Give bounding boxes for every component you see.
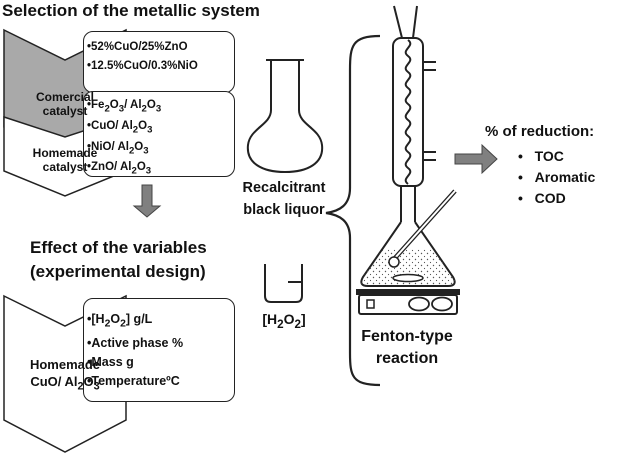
commercial-item-2: •12.5%CuO/0.3%NiO bbox=[87, 59, 198, 72]
variables-box: •[H2O2] g/L •Active phase % •Mass g •Tem… bbox=[83, 298, 235, 402]
curly-brace bbox=[325, 34, 381, 387]
homemade-item-cuo: •CuO/ Al2O3 bbox=[87, 119, 153, 136]
variable-h2o2: •[H2O2] g/L bbox=[87, 312, 153, 330]
hot-plate-icon bbox=[356, 289, 460, 315]
beaker-icon bbox=[264, 264, 303, 303]
black-liquor-label: Recalcitrant black liquor bbox=[242, 180, 326, 218]
homemade-catalyst-label: Homemade catalyst bbox=[32, 146, 98, 174]
commercial-item-1: •52%CuO/25%ZnO bbox=[87, 41, 188, 53]
variable-mass: •Mass g bbox=[87, 354, 134, 369]
commercial-items-box: •52%CuO/25%ZnO •12.5%CuO/0.3%NiO bbox=[83, 31, 235, 93]
right-arrow bbox=[454, 143, 498, 175]
homemade-catalyst-items-box: •Fe2O3/ Al2O3 •CuO/ Al2O3 •NiO/ Al2O3 •Z… bbox=[83, 91, 235, 177]
variable-active-phase: •Active phase % bbox=[87, 335, 184, 350]
volumetric-flask-icon bbox=[246, 59, 324, 174]
reduction-item-cod: • COD bbox=[518, 190, 566, 206]
reduction-item-toc: • TOC bbox=[518, 148, 564, 164]
homemade-cuo-label: Homemade CuO/ Al2O3 bbox=[29, 357, 101, 393]
fenton-reaction-label: Fenton-type reaction bbox=[361, 328, 453, 367]
variable-temperature: •TemperatureºC bbox=[87, 373, 180, 388]
selection-title: Selection of the metallic system bbox=[2, 1, 260, 20]
fenton-apparatus-icon bbox=[392, 5, 436, 222]
reduction-title: % of reduction: bbox=[485, 123, 595, 140]
reduction-list: • TOC • Aromatic • COD bbox=[518, 146, 595, 209]
reaction-liquid bbox=[361, 249, 455, 286]
h2o2-label: [H2O2] bbox=[262, 311, 306, 331]
homemade-item-fe2o3: •Fe2O3/ Al2O3 bbox=[87, 99, 162, 115]
commercial-catalyst-label: Comercial catalyst bbox=[35, 90, 95, 118]
effect-title: Effect of the variables (experimental de… bbox=[30, 238, 207, 281]
reduction-item-aromatic: • Aromatic bbox=[518, 169, 596, 185]
homemade-item-nio: •NiO/ Al2O3 bbox=[87, 140, 149, 156]
stir-bar bbox=[392, 273, 424, 283]
down-arrow bbox=[132, 184, 162, 218]
homemade-item-zno: •ZnO/ Al2O3 bbox=[87, 161, 152, 177]
probe-icon bbox=[388, 189, 457, 268]
